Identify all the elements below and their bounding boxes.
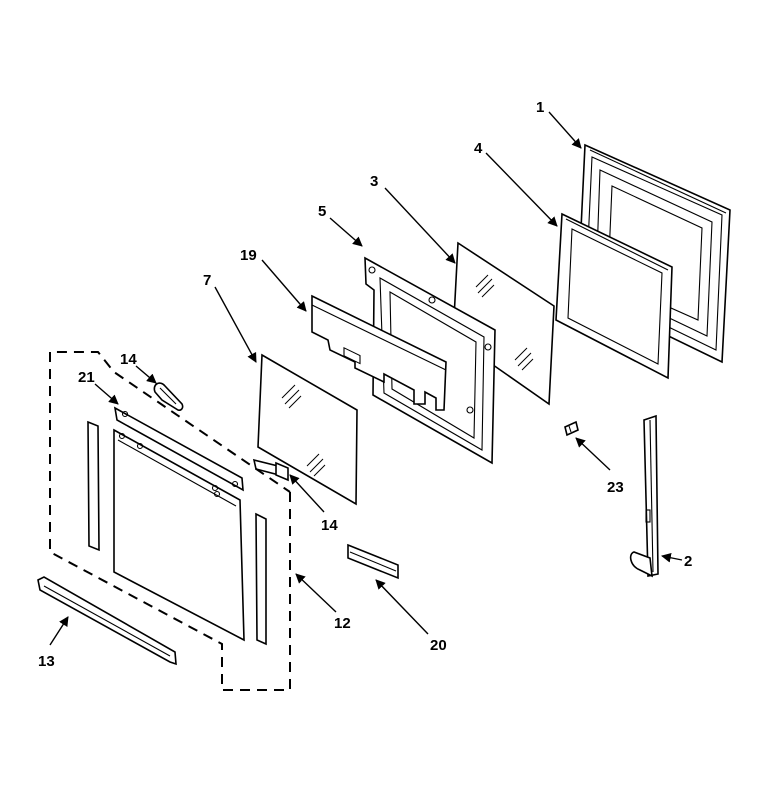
callout-4: 4	[474, 140, 483, 157]
callout-5: 5	[318, 203, 326, 220]
part-7-glass-panel	[257, 353, 358, 506]
part-19-baffle	[311, 294, 447, 411]
assembly-outline	[49, 351, 291, 691]
callout-14-lower: 14	[321, 517, 338, 534]
callout-23: 23	[607, 479, 624, 496]
callout-labels: 1 2 3 4 5 7 12 13 14 14 19 20 21 23	[38, 99, 692, 670]
part-2-hinge	[629, 414, 659, 578]
callout-20: 20	[430, 637, 447, 654]
part-23-clip	[564, 420, 579, 437]
part-4-frame	[555, 212, 673, 380]
callout-7: 7	[203, 272, 211, 289]
part-12-door-front	[87, 420, 267, 646]
part-3-glass-panel	[452, 241, 555, 406]
callout-14-upper: 14	[120, 351, 137, 368]
leader-lines	[49, 111, 683, 646]
part-20-trim-strip	[347, 543, 399, 580]
part-13-handle	[37, 576, 177, 666]
part-14-clip-lower	[252, 458, 289, 482]
part-21-top-rail	[113, 406, 244, 492]
callout-13: 13	[38, 653, 55, 670]
callout-21: 21	[78, 369, 95, 386]
callout-1: 1	[536, 99, 544, 116]
callout-12: 12	[334, 615, 351, 632]
callout-3: 3	[370, 173, 378, 190]
callout-2: 2	[684, 553, 692, 570]
part-14-clip-upper	[153, 382, 184, 411]
callout-19: 19	[240, 247, 257, 264]
